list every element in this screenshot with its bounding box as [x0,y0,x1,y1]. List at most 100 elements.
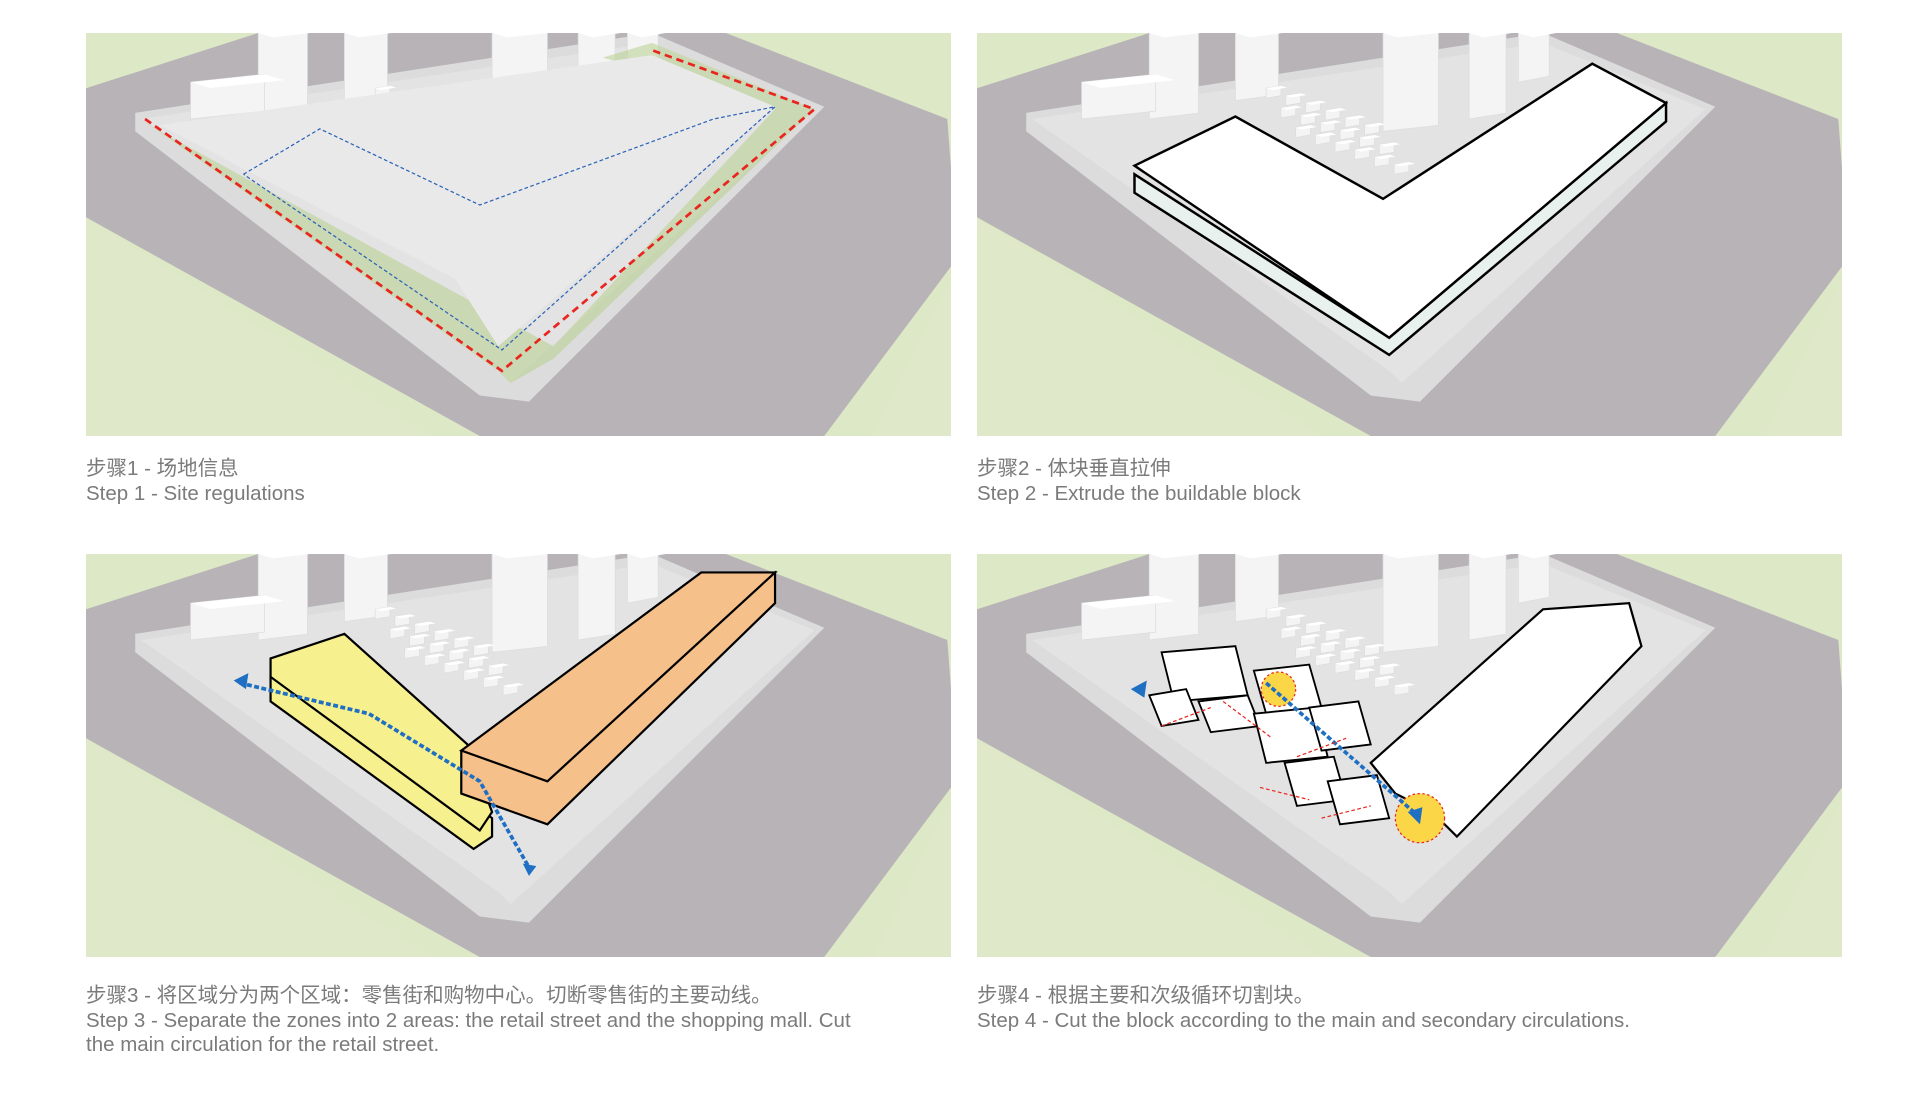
villa-roof [1295,646,1317,651]
villa-roof [468,655,490,661]
residential-tower [491,554,548,653]
residential-tower [1518,554,1550,604]
caption-step3: 步骤3 - 将区域分为两个区域：零售街和购物中心。切断零售街的主要动线。 Ste… [86,984,966,1058]
villa-roof [488,663,510,668]
villa-roof [394,614,416,619]
villa-roof [1280,626,1302,631]
diagram-step4 [977,554,1842,957]
villa-roof [448,648,470,653]
residential-tower [627,554,659,604]
cut-diagram [977,554,1842,957]
residential-tower [1518,33,1550,83]
cut-block [1326,774,1391,826]
villa-roof [1280,105,1302,110]
residential-tower [1468,554,1507,641]
caption-cn: 步骤1 - 场地信息 [86,457,239,480]
main-circulation-arrow [1264,681,1416,814]
residential-tower-roof [1518,554,1557,559]
caption-cn: 步骤2 - 体块垂直拉伸 [977,457,1171,480]
villa-roof [444,660,465,666]
residential-tower-roof [1149,554,1201,559]
extrude-diagram [977,33,1842,436]
villa-roof [1344,115,1366,120]
retail-street-block [269,632,494,833]
grass-strip-right [873,799,951,957]
villa-roof [1305,100,1327,105]
extruded-block [1132,62,1669,340]
diagram-step1 [86,33,951,436]
villa-roof [1354,668,1376,673]
caption-en: Step 1 - Site regulations [86,481,305,505]
villa-roof [453,636,475,641]
villa-roof [483,675,505,680]
villa-roof [1394,162,1416,167]
residential-tower-roof [258,554,310,559]
villa-roof [1335,660,1356,666]
villa-roof [1339,648,1361,653]
villa-roof [414,621,436,626]
residential-tower [577,554,616,641]
villa-roof [409,633,431,639]
grass-strip-left [86,738,431,957]
setback-line [243,105,778,351]
residential-tower-roof [344,33,392,38]
villa-roof [1305,621,1327,626]
villa-roof [434,628,456,634]
villa-roof [1379,142,1401,147]
residential-tower-roof [1518,33,1557,38]
villa-roof [1379,663,1401,668]
residential-tower-roof [578,33,621,38]
residential-tower-roof [492,33,549,38]
residential-tower-roof [1469,33,1512,38]
arrow-head-right [522,863,537,876]
villa-roof [1300,112,1322,118]
caption-en-2: the main circulation for the retail stre… [86,1033,440,1056]
residential-tower [1382,554,1439,653]
buildable-area [159,55,776,347]
secondary-circulation-line [1321,805,1371,819]
villa-roof [424,653,446,658]
villa-roof [1325,628,1347,634]
villa-roof [1364,643,1386,648]
zones-diagram [86,554,951,957]
grass-strip-left [977,217,1322,436]
villa-roof [503,683,525,688]
arrow-head-right [1407,807,1423,825]
site-diagram [86,33,951,436]
villa-roof [375,606,397,612]
residential-tower-roof [492,554,549,559]
villa-roof [1285,614,1307,619]
villa-roof [1315,132,1337,137]
villa-roof [1285,93,1307,98]
caption-en: Step 3 - Separate the zones into 2 areas… [86,1008,851,1032]
secondary-circulation-line [1222,700,1273,739]
residential-tower [1382,33,1439,132]
residential-tower-roof [578,554,621,559]
villa-roof [1394,683,1416,688]
residential-tower-roof [344,554,392,559]
caption-en: Step 2 - Extrude the buildable block [977,481,1301,505]
villa-roof [1325,107,1347,113]
caption-step2: 步骤2 - 体块垂直拉伸 Step 2 - Extrude the builda… [977,457,1857,506]
villa-roof [429,641,451,646]
villa-roof [404,646,426,651]
villa-roof [1266,85,1288,91]
grass-strip-left [977,738,1322,957]
low-rise-building-roof [1081,595,1176,610]
secondary-circulation-line [1296,737,1347,758]
caption-step1: 步骤1 - 场地信息 Step 1 - Site regulations [86,457,966,506]
low-rise-building-roof [190,74,285,89]
caption-cn: 步骤4 - 根据主要和次级循环切割块。 [977,984,1315,1007]
cut-block [1308,700,1372,752]
residential-tower-roof [1469,554,1512,559]
residential-tower-roof [1383,33,1440,38]
node-circle [1260,671,1297,707]
villa-roof [1295,125,1317,130]
secondary-circulation-line [1161,707,1211,727]
residential-tower [1468,33,1507,120]
villa-roof [1320,120,1342,125]
secondary-circulation-line [1259,786,1310,801]
residential-tower-roof [1235,33,1283,38]
caption-en: Step 4 - Cut the block according to the … [977,1008,1630,1032]
main-circulation-arrow [239,681,531,869]
